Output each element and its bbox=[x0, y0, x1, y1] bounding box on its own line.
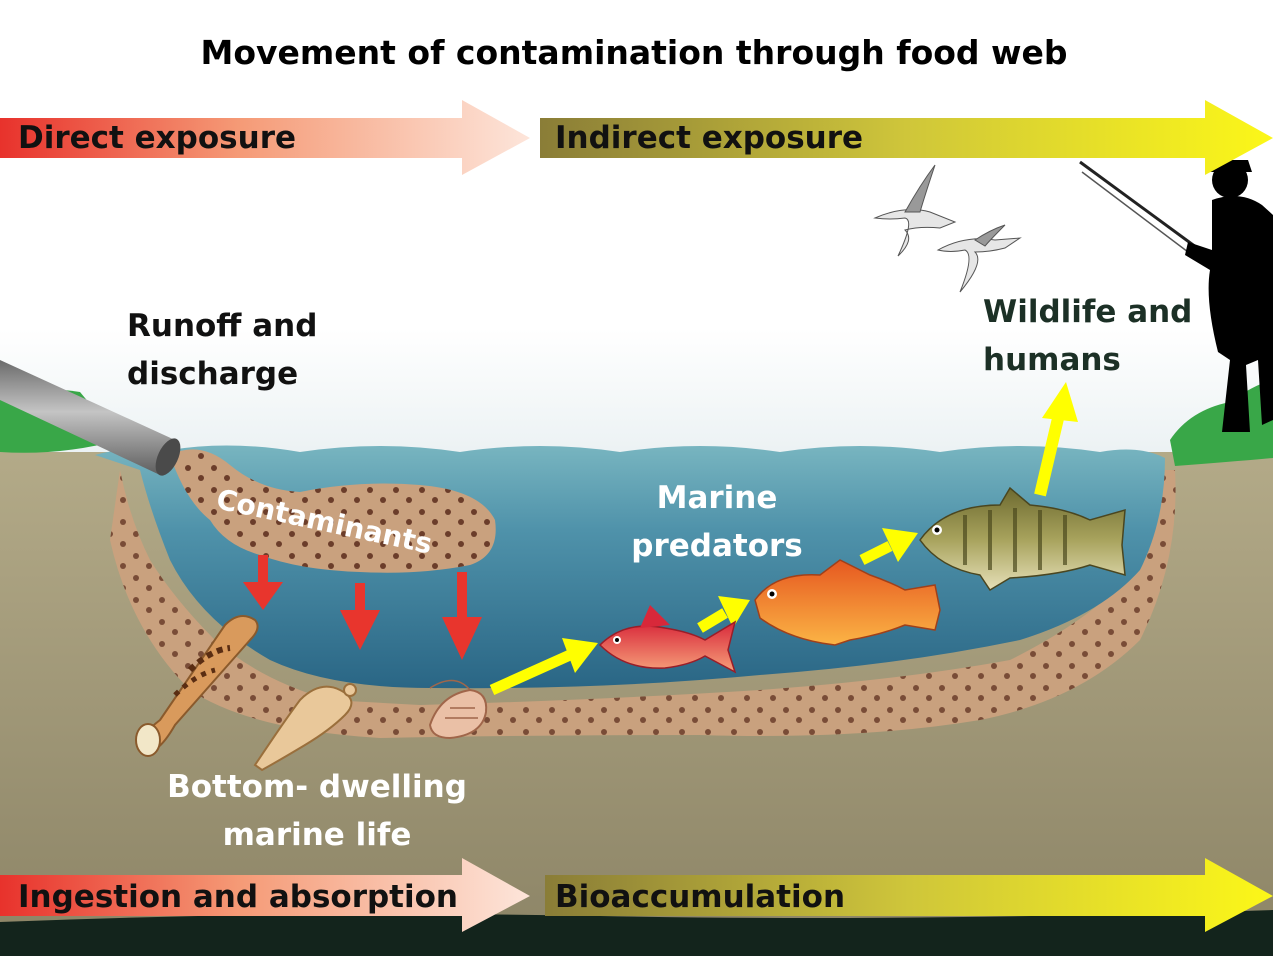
direct-exposure-arrow bbox=[0, 100, 530, 175]
sea-cucumber-icon bbox=[135, 615, 259, 757]
indirect-exposure-arrow bbox=[540, 100, 1273, 175]
food-chain-arrow-2 bbox=[697, 596, 750, 633]
worm-icon bbox=[253, 683, 357, 772]
bottom-dwelling-line1: Bottom- dwelling bbox=[167, 769, 467, 805]
orange-rockfish-icon bbox=[754, 559, 941, 646]
marine-predators-line2: predators bbox=[631, 528, 802, 564]
seagull-icon-2 bbox=[936, 224, 1022, 293]
food-chain-arrow-1 bbox=[489, 638, 598, 696]
small-red-fish-icon bbox=[598, 605, 737, 674]
indirect-exposure-label: Indirect exposure bbox=[555, 120, 863, 156]
food-chain-arrows bbox=[489, 382, 1078, 696]
runoff-label-line2: discharge bbox=[127, 356, 298, 392]
contaminant-arrows bbox=[243, 555, 482, 660]
diagram-title: Movement of contamination through food w… bbox=[200, 33, 1067, 72]
wildlife-label-line1: Wildlife and bbox=[983, 294, 1192, 330]
food-chain-arrow-3 bbox=[859, 528, 918, 565]
contaminant-arrow-1 bbox=[243, 555, 283, 610]
striped-bass-icon bbox=[919, 486, 1126, 592]
bottom-dark-band bbox=[0, 910, 1273, 956]
bioaccumulation-arrow bbox=[545, 858, 1273, 932]
runoff-label-line1: Runoff and bbox=[127, 308, 317, 344]
bioaccumulation-label: Bioaccumulation bbox=[555, 879, 845, 915]
shrimp-icon bbox=[428, 679, 488, 740]
marine-predators-line1: Marine bbox=[657, 480, 778, 516]
ingestion-label: Ingestion and absorption bbox=[18, 879, 458, 915]
seagull-icon bbox=[873, 164, 957, 257]
food-chain-arrow-4 bbox=[1034, 382, 1078, 497]
contaminant-arrow-2 bbox=[340, 583, 380, 650]
plume-dots bbox=[170, 449, 496, 573]
direct-exposure-label: Direct exposure bbox=[18, 120, 296, 156]
wildlife-label-line2: humans bbox=[983, 342, 1121, 378]
bottom-dwelling-line2: marine life bbox=[223, 817, 412, 853]
ingestion-arrow bbox=[0, 858, 530, 932]
fisherman-silhouette-icon bbox=[1079, 160, 1273, 432]
contaminant-arrow-3 bbox=[442, 572, 482, 660]
discharge-pipe-icon bbox=[0, 360, 181, 476]
